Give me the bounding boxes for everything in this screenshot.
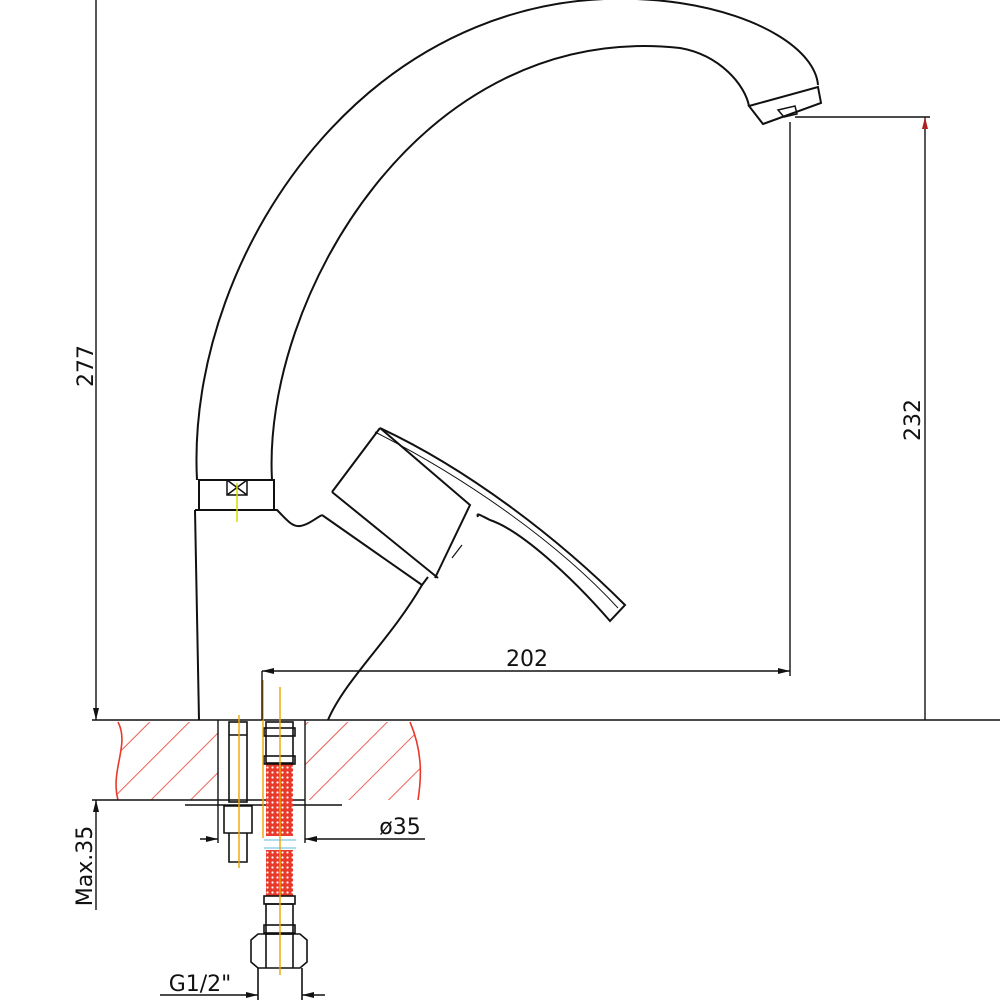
faucet-body bbox=[194, 479, 423, 721]
dim-total-height: 277 bbox=[74, 345, 99, 387]
countertop-section bbox=[92, 719, 1000, 843]
dim-spout-reach: 202 bbox=[506, 647, 548, 672]
dim-thread: G1/2" bbox=[169, 972, 232, 997]
supply-hose bbox=[250, 721, 308, 1000]
dim-hole-diameter: ø35 bbox=[379, 815, 420, 840]
dimension-arrows bbox=[93, 117, 928, 998]
dim-max-thickness: Max.35 bbox=[73, 826, 98, 906]
dimension-lines bbox=[95, 0, 930, 996]
dim-spout-height: 232 bbox=[901, 399, 926, 441]
lever-handle bbox=[321, 427, 627, 623]
spout bbox=[195, 0, 823, 481]
mounting-stud bbox=[223, 721, 253, 863]
